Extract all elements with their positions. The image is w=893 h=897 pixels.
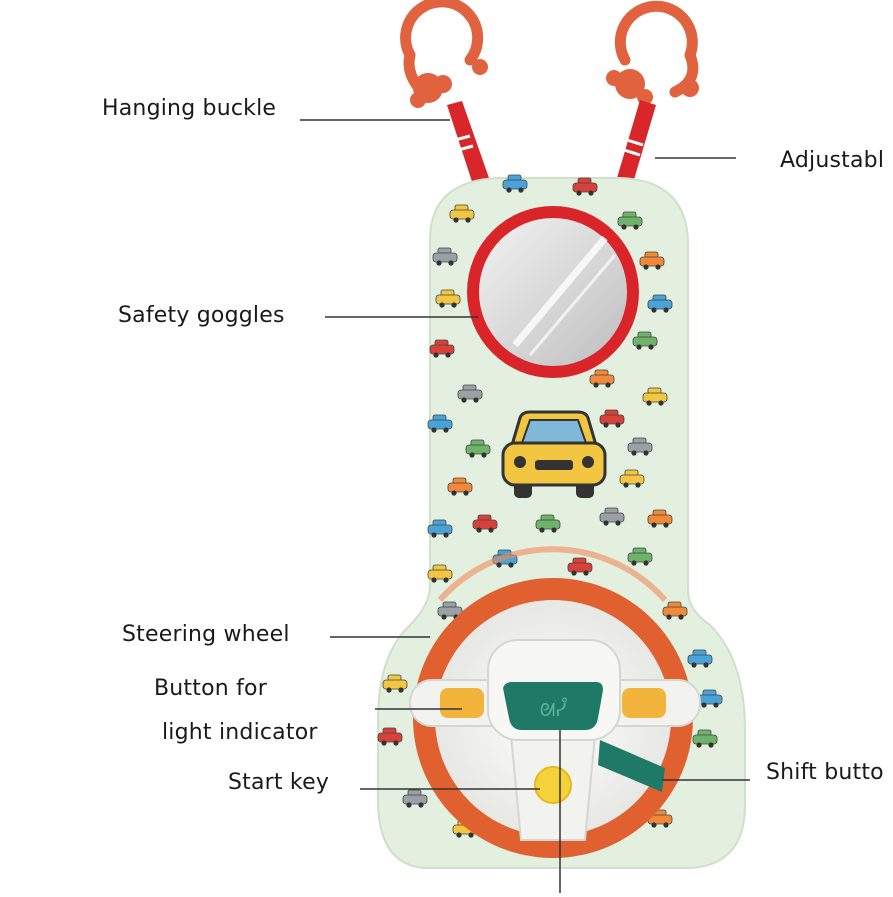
label-light-button-line2: light indicator (162, 720, 318, 745)
small-car-icon (382, 674, 408, 693)
small-car-icon (589, 369, 615, 388)
small-car-icon (435, 289, 461, 308)
small-car-icon (662, 601, 688, 620)
small-car-icon (535, 514, 561, 533)
label-steering-wheel: Steering wheel (122, 622, 290, 647)
small-car-icon (647, 509, 673, 528)
hanging-ring-left (400, 0, 488, 108)
strap-left (447, 101, 495, 200)
steering-wheel: ᘛᓮ (409, 546, 701, 858)
small-car-icon (632, 331, 658, 350)
small-car-icon (627, 437, 653, 456)
small-car-icon (647, 294, 673, 313)
small-car-icon (567, 557, 593, 576)
small-car-icon (692, 729, 718, 748)
small-car-icon (402, 789, 428, 808)
label-hanging-buckle: Hanging buckle (102, 96, 277, 121)
strap-right (612, 100, 656, 200)
small-car-icon (447, 477, 473, 496)
label-light-button-line1: Button for (154, 676, 267, 701)
small-car-icon (647, 809, 673, 828)
small-car-icon (449, 204, 475, 223)
small-car-icon (639, 251, 665, 270)
small-car-icon (457, 384, 483, 403)
small-car-icon (472, 514, 498, 533)
small-car-icon (427, 519, 453, 538)
small-car-icon (572, 177, 598, 196)
small-car-icon (642, 387, 668, 406)
small-car-icon (377, 727, 403, 746)
small-car-icon (427, 564, 453, 583)
small-car-icon (432, 247, 458, 266)
small-car-icon (599, 409, 625, 428)
small-car-icon (617, 211, 643, 230)
big-yellow-car (501, 410, 607, 498)
leader-lines (300, 119, 750, 893)
small-car-icon (502, 174, 528, 193)
label-shift-button: Shift butto (766, 760, 884, 785)
small-car-icon (687, 649, 713, 668)
small-car-icon (619, 469, 645, 488)
small-car-icon (599, 507, 625, 526)
label-adjustable: Adjustabl (780, 148, 885, 173)
svg-text:ᘛᓮ: ᘛᓮ (540, 698, 567, 721)
small-car-icon (429, 339, 455, 358)
small-car-icon (697, 689, 723, 708)
small-car-icon (465, 439, 491, 458)
small-car-icon (627, 547, 653, 566)
label-start-key: Start key (228, 770, 330, 795)
label-safety-goggles: Safety goggles (118, 303, 285, 328)
small-car-icon (427, 414, 453, 433)
hanging-ring-right (606, 0, 699, 105)
safety-mirror (467, 206, 639, 378)
small-car-icon (437, 601, 463, 620)
